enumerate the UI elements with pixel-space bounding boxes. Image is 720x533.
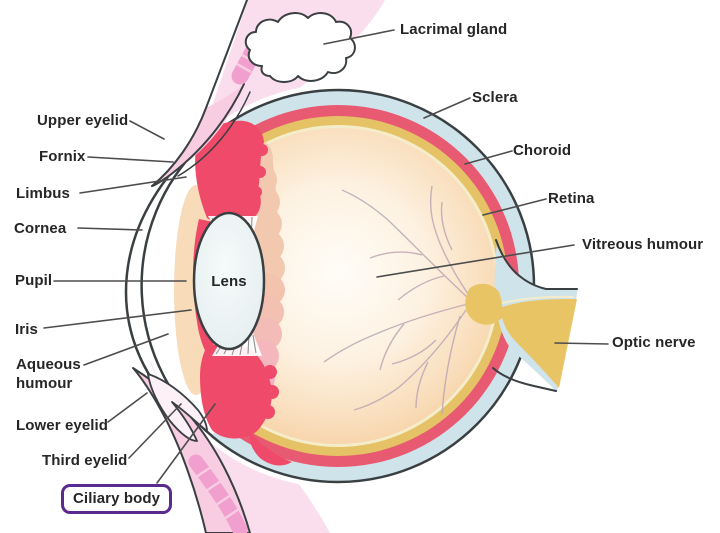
label-cornea: Cornea [14,220,67,237]
leader-optic-nerve [554,342,609,345]
label-lacrimal-gland: Lacrimal gland [400,21,508,38]
lens-shape [192,211,266,351]
label-sclera: Sclera [472,89,518,106]
leader-upper-eyelid [129,120,165,140]
leader-fornix [87,156,174,163]
anterior-white-band [138,145,237,439]
leader-iris [43,309,192,329]
label-fornix: Fornix [39,148,86,165]
optic-nerve-outline-bottom [492,367,557,392]
label-third-eyelid: Third eyelid [42,452,128,469]
leader-lower-eyelid [107,392,148,423]
label-choroid: Choroid [513,142,572,159]
label-retina: Retina [548,190,595,207]
label-lens: Lens [211,273,247,290]
label-optic-nerve: Optic nerve [612,334,696,351]
lacrimal-gland-shape [244,12,356,83]
label-ciliary-body: Ciliary body [61,484,173,514]
label-aqueous-humour: Aqueous humour [16,356,81,392]
label-pupil: Pupil [15,272,53,289]
optic-nerve-outline-top [495,239,578,290]
leader-choroid [464,150,513,165]
label-limbus: Limbus [16,185,70,202]
leader-aqueous-humour [83,333,169,366]
label-upper-eyelid: Upper eyelid [37,112,129,129]
lower-eyelid-muscle [188,454,248,533]
retinal-vessels [323,185,469,415]
ciliary-body-upper [195,120,268,225]
label-vitreous-humour: Vitreous humour [582,236,704,253]
leader-lacrimal-gland [323,29,395,45]
optic-nerve-cream-edge [501,295,575,304]
leader-cornea [77,227,143,231]
label-iris: Iris [15,321,38,338]
leader-vitreous-humour [376,244,575,278]
optic-nerve-shape [465,283,577,388]
ciliary-body-lower [200,343,292,466]
leader-ciliary-body [156,403,216,484]
third-eyelid-shape [147,373,208,442]
upper-eyelid-shape [152,84,244,186]
leader-retina [482,198,547,216]
optic-nerve-group [465,239,578,392]
leader-third-eyelid [128,403,182,459]
label-lower-eyelid: Lower eyelid [16,417,109,434]
leader-lines [43,29,609,484]
leader-limbus [79,176,187,194]
leader-sclera [423,97,471,119]
